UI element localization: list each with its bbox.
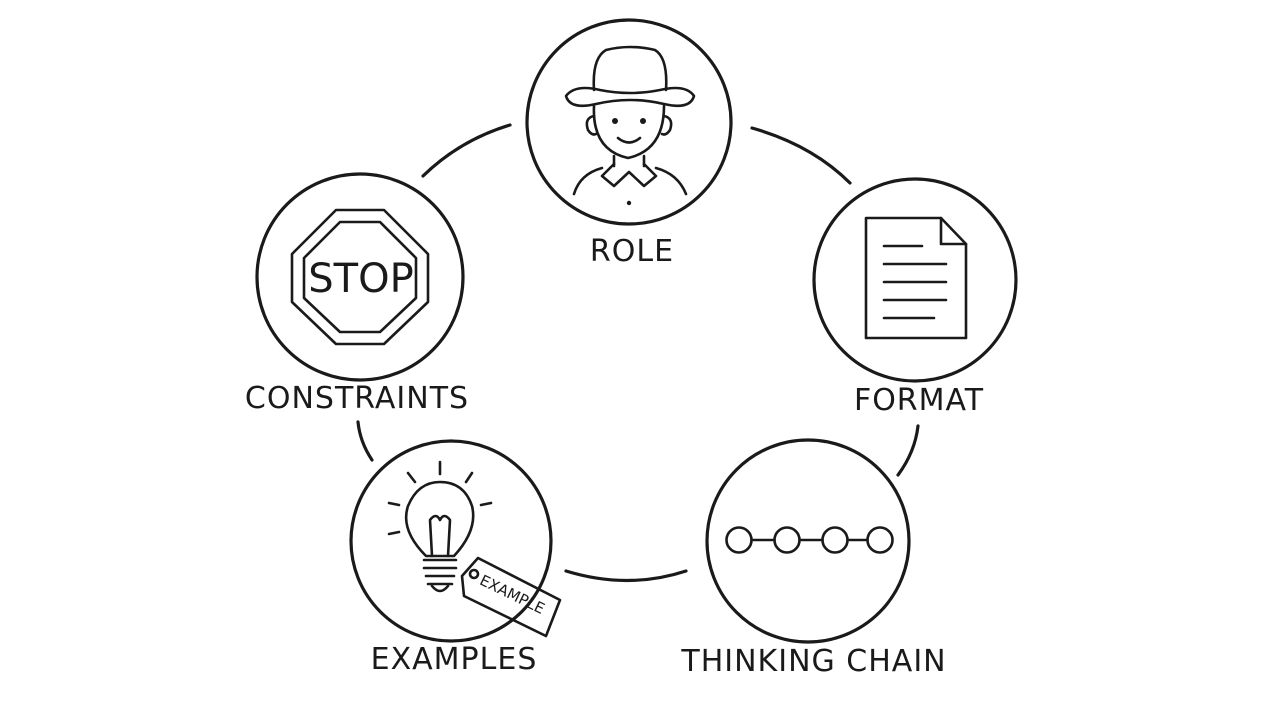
node-examples-circle — [349, 439, 553, 643]
connector-format-thinking-chain — [896, 424, 920, 477]
node-role-label: ROLE — [590, 234, 674, 269]
node-examples: EXAMPLE EXAMPLES — [349, 439, 562, 677]
stop-sign-icon: STOP — [290, 208, 430, 346]
connector-constraints-role — [421, 123, 512, 178]
node-role: ROLE — [525, 18, 733, 269]
node-format-label: FORMAT — [854, 383, 984, 418]
node-format-circle — [812, 177, 1018, 383]
connector-role-format — [750, 126, 852, 185]
node-thinking-chain-label: THINKING CHAIN — [680, 644, 946, 679]
connector-examples-constraints — [356, 420, 374, 462]
person-with-hat-icon — [564, 45, 696, 206]
node-format: FORMAT — [812, 177, 1018, 418]
connector-thinking-chain-examples — [564, 569, 688, 583]
stop-sign-text: STOP — [308, 256, 413, 302]
node-examples-label: EXAMPLES — [371, 642, 538, 677]
node-thinking-chain: THINKING CHAIN — [680, 438, 946, 679]
node-role-circle — [525, 18, 733, 226]
lightbulb-icon — [387, 460, 493, 593]
connections — [356, 123, 920, 583]
node-constraints-label: CONSTRAINTS — [245, 381, 469, 416]
chain-of-nodes-icon — [725, 526, 894, 554]
node-constraints-circle — [255, 172, 465, 382]
document-icon — [864, 216, 968, 340]
node-thinking-chain-circle — [705, 438, 911, 644]
node-constraints: STOP CONSTRAINTS — [245, 172, 469, 416]
